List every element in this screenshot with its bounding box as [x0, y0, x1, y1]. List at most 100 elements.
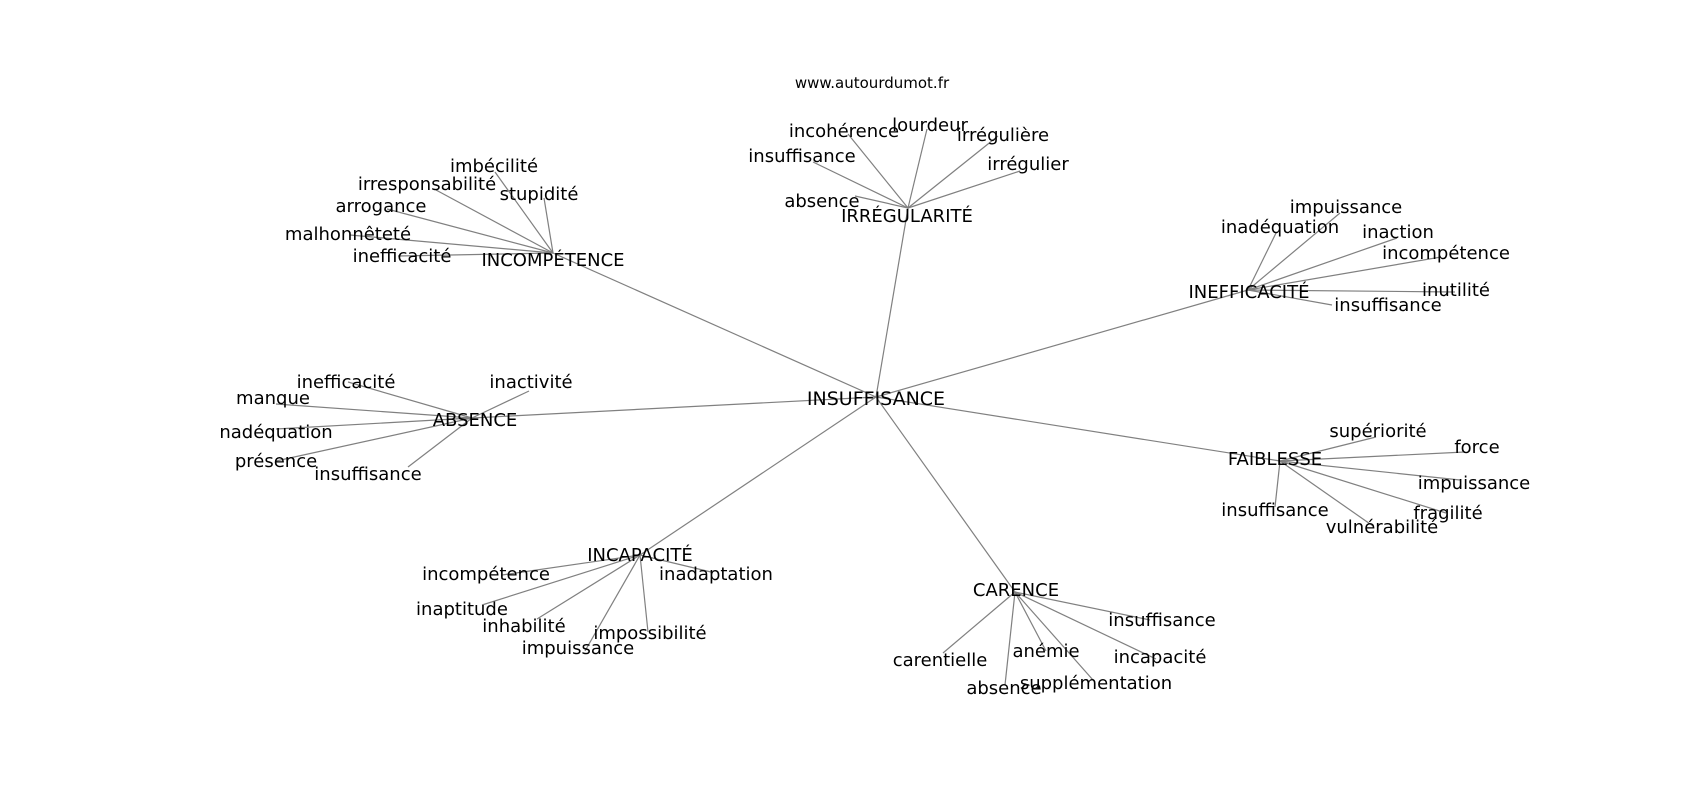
- leaf-word-incompetence-stupidite[interactable]: stupidité: [500, 184, 579, 205]
- edge-irregularite-irregulier: [907, 170, 1021, 209]
- leaf-word-incapacite-inaptitude[interactable]: inaptitude: [416, 599, 508, 620]
- hub-word-faiblesse[interactable]: FAIBLESSE: [1228, 449, 1322, 470]
- edge-faiblesse-vulnerabilite: [1279, 460, 1374, 527]
- edge-incompetence-irresponsabilite: [435, 189, 554, 254]
- leaf-word-carence-absence[interactable]: absence: [966, 678, 1041, 699]
- edge-irregularite-irreguliere: [907, 135, 999, 209]
- leaf-word-irregularite-incoherence[interactable]: incohérence: [789, 121, 899, 142]
- edge-carence-anemie: [1014, 591, 1047, 652]
- edge-root-incompetence: [552, 252, 877, 398]
- edge-carence-insuffisance: [1014, 591, 1151, 621]
- edge-incompetence-imbecilite: [494, 171, 554, 254]
- leaf-word-irregularite-insuffisance[interactable]: insuffisance: [748, 146, 855, 167]
- edge-incapacite-incompetence: [501, 554, 641, 576]
- edge-carence-absence: [1004, 591, 1016, 686]
- hub-word-carence[interactable]: CARENCE: [973, 580, 1059, 601]
- edge-incompetence-malhonnetete: [349, 234, 554, 254]
- edge-incompetence-stupidite: [543, 197, 554, 254]
- edge-carence-supplementation: [1014, 591, 1094, 681]
- edge-absence-presence: [275, 417, 473, 462]
- leaf-word-inefficacite-inadequation[interactable]: inadéquation: [1221, 217, 1339, 238]
- leaf-word-incompetence-imbecilite[interactable]: imbécilité: [450, 156, 538, 177]
- hub-word-inefficacite[interactable]: INEFFICACITÉ: [1189, 281, 1310, 303]
- leaf-word-inefficacite-insuffisance[interactable]: insuffisance: [1334, 295, 1441, 316]
- leaf-word-irregularite-irregulier[interactable]: irrégulier: [987, 154, 1069, 175]
- hub-word-incapacite[interactable]: INCAPACITÉ: [587, 544, 693, 566]
- edge-inefficacite-inaction: [1247, 237, 1398, 291]
- leaf-word-faiblesse-impuissance[interactable]: impuissance: [1418, 473, 1531, 494]
- edge-inefficacite-inutilite: [1247, 289, 1456, 293]
- leaf-word-carence-carentielle[interactable]: carentielle: [893, 650, 988, 671]
- leaf-word-incapacite-impossibilite[interactable]: impossibilité: [593, 623, 706, 644]
- edge-faiblesse-impuissance: [1279, 460, 1461, 481]
- edge-carence-carentielle: [942, 591, 1016, 654]
- edges-layer: [275, 128, 1466, 686]
- edge-absence-inactivite: [471, 390, 530, 419]
- leaf-word-inefficacite-impuissance[interactable]: impuissance: [1290, 197, 1403, 218]
- leaf-word-absence-presence[interactable]: présence: [235, 451, 317, 472]
- leaf-word-inefficacite-incompetence[interactable]: incompétence: [1382, 243, 1510, 264]
- leaf-word-incapacite-impuissance[interactable]: impuissance: [522, 638, 635, 659]
- edge-root-incapacite: [639, 396, 877, 556]
- leaf-word-absence-inactivite[interactable]: inactivité: [489, 372, 572, 393]
- hub-word-absence[interactable]: ABSENCE: [433, 410, 518, 431]
- leaf-word-incapacite-inhabilite[interactable]: inhabilité: [482, 616, 565, 637]
- leaf-word-faiblesse-superiorite[interactable]: supériorité: [1329, 421, 1426, 442]
- leaf-word-incapacite-inadaptation[interactable]: inadaptation: [659, 564, 773, 585]
- edge-inefficacite-incompetence: [1247, 256, 1442, 291]
- leaf-word-irregularite-lourdeur[interactable]: lourdeur: [892, 115, 968, 136]
- edge-irregularite-insuffisance: [812, 161, 909, 209]
- leaf-word-irregularite-absence[interactable]: absence: [784, 191, 859, 212]
- leaf-word-incompetence-arrogance[interactable]: arrogance: [336, 196, 427, 217]
- edge-irregularite-incoherence: [847, 133, 909, 209]
- leaf-word-inefficacite-inaction[interactable]: inaction: [1362, 222, 1434, 243]
- hub-word-incompetence[interactable]: INCOMPÉTENCE: [481, 249, 624, 271]
- leaf-word-carence-incapacite[interactable]: incapacité: [1114, 647, 1207, 668]
- edge-absence-manque: [275, 403, 473, 419]
- leaf-word-faiblesse-insuffisance[interactable]: insuffisance: [1221, 500, 1328, 521]
- leaf-word-carence-insuffisance[interactable]: insuffisance: [1108, 610, 1215, 631]
- leaf-word-absence-manque[interactable]: manque: [236, 388, 310, 409]
- edge-faiblesse-insuffisance: [1274, 460, 1281, 508]
- edge-faiblesse-force: [1279, 451, 1466, 462]
- leaf-word-inefficacite-inutilite[interactable]: inutilité: [1422, 280, 1490, 301]
- leaf-word-absence-insuffisance[interactable]: insuffisance: [314, 464, 421, 485]
- source-url: www.autourdumot.fr: [795, 74, 950, 92]
- edge-root-irregularite: [875, 207, 909, 398]
- edge-absence-insuffisance: [407, 417, 473, 468]
- edge-root-inefficacite: [875, 289, 1249, 398]
- leaf-word-irregularite-irreguliere[interactable]: irrégulière: [957, 125, 1049, 146]
- edge-root-absence: [471, 396, 877, 419]
- edge-irregularite-lourdeur: [907, 128, 928, 209]
- edge-irregularite-absence: [854, 195, 909, 209]
- leaf-word-incapacite-incompetence[interactable]: incompétence: [422, 564, 550, 585]
- leaf-word-carence-anemie[interactable]: anémie: [1012, 641, 1079, 662]
- leaf-word-incompetence-inefficacite[interactable]: inefficacité: [353, 246, 452, 267]
- leaf-word-absence-nadequation[interactable]: nadéquation: [219, 422, 332, 443]
- edge-incapacite-inaptitude: [481, 554, 641, 606]
- edge-incapacite-impossibilite: [639, 554, 649, 633]
- edge-inefficacite-inadequation: [1247, 232, 1277, 291]
- leaf-word-incompetence-irresponsabilite[interactable]: irresponsabilité: [358, 174, 496, 195]
- edge-incompetence-inefficacite: [397, 252, 554, 257]
- edge-carence-incapacite: [1014, 591, 1157, 660]
- edge-absence-nadequation: [275, 417, 473, 430]
- leaf-word-carence-supplementation[interactable]: supplémentation: [1020, 673, 1172, 694]
- leaf-word-absence-inefficacite[interactable]: inefficacité: [297, 372, 396, 393]
- edge-faiblesse-fragilite: [1279, 460, 1447, 514]
- edge-incapacite-inadaptation: [639, 554, 712, 573]
- edge-faiblesse-superiorite: [1279, 436, 1377, 462]
- hub-word-irregularite[interactable]: IRRÉGULARITÉ: [841, 205, 973, 227]
- leaf-word-faiblesse-force[interactable]: force: [1454, 437, 1499, 458]
- root-word[interactable]: INSUFFISANCE: [807, 388, 945, 410]
- edge-absence-inefficacite: [347, 381, 473, 419]
- edge-incapacite-impuissance: [584, 554, 641, 652]
- labels-layer: www.autourdumot.fr incohérencelourdeurir…: [219, 74, 1530, 699]
- edge-incompetence-arrogance: [386, 208, 554, 254]
- edge-incapacite-inhabilite: [536, 554, 641, 620]
- leaf-word-faiblesse-vulnerabilite[interactable]: vulnérabilité: [1326, 517, 1439, 538]
- edge-inefficacite-insuffisance: [1247, 289, 1333, 306]
- edge-root-faiblesse: [875, 396, 1281, 462]
- leaf-word-incompetence-malhonnetete[interactable]: malhonnêteté: [285, 224, 411, 245]
- leaf-word-faiblesse-fragilite[interactable]: fragilité: [1413, 503, 1482, 524]
